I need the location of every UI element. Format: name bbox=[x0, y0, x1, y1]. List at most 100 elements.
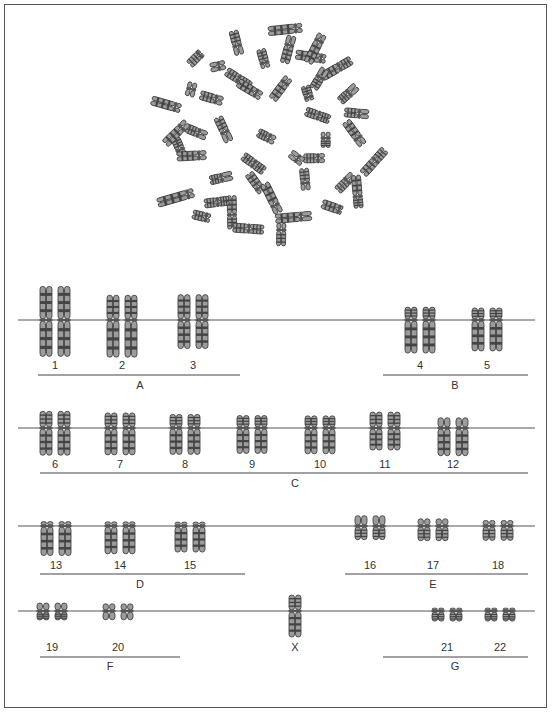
chromosome-band bbox=[280, 214, 283, 223]
chromosome-band bbox=[59, 533, 71, 536]
chromatid-arm bbox=[302, 216, 312, 221]
chromatid-arm bbox=[319, 154, 325, 158]
chromosome-band bbox=[255, 440, 267, 442]
chromosome bbox=[450, 608, 463, 621]
chromosome bbox=[321, 132, 331, 147]
chromosome-band bbox=[323, 446, 335, 448]
group-letter: G bbox=[451, 660, 460, 673]
chromosome bbox=[320, 56, 354, 81]
chromosome-band bbox=[40, 301, 52, 304]
chromosome bbox=[55, 603, 68, 620]
chromosome bbox=[373, 516, 386, 540]
chromosome-band bbox=[307, 108, 311, 117]
chromosome-band bbox=[58, 447, 70, 449]
centromere bbox=[314, 38, 324, 45]
chromosome-band bbox=[418, 533, 430, 534]
centromere bbox=[250, 159, 258, 169]
chromosome-band bbox=[170, 420, 182, 421]
centromere bbox=[294, 154, 302, 163]
chromatid-arm bbox=[223, 176, 234, 182]
chromosome-band bbox=[490, 327, 502, 330]
chromosome-band bbox=[163, 196, 168, 205]
group-letter: D bbox=[136, 578, 144, 591]
chromosome-band bbox=[58, 301, 70, 304]
chromosome-band bbox=[423, 343, 435, 346]
chromosome-band bbox=[211, 175, 214, 184]
chromatid-arm bbox=[245, 174, 258, 190]
chromosome-band bbox=[188, 423, 200, 424]
centromere bbox=[305, 427, 318, 429]
chromosome-band bbox=[289, 606, 301, 607]
chromosome-band bbox=[405, 343, 417, 346]
chromosome-band bbox=[438, 448, 450, 450]
chromosome bbox=[260, 181, 283, 215]
chromosome-band bbox=[450, 618, 462, 619]
chromosome-band bbox=[237, 440, 249, 442]
centromere bbox=[170, 427, 183, 429]
group-underline bbox=[345, 574, 528, 575]
chromosome-band bbox=[214, 175, 217, 184]
chromosome bbox=[305, 416, 318, 454]
chromosome bbox=[503, 608, 516, 621]
chromosome-band bbox=[175, 538, 187, 540]
chromosome-band bbox=[196, 340, 208, 342]
chromatid-arm bbox=[501, 520, 507, 525]
chromosome-band bbox=[40, 328, 52, 331]
chromosome bbox=[472, 308, 485, 351]
chromosome bbox=[418, 519, 431, 541]
centromere bbox=[266, 133, 273, 143]
chromosome-band bbox=[196, 306, 208, 308]
chromosome-band bbox=[305, 440, 317, 442]
chromosome-band bbox=[354, 204, 363, 206]
group-underline bbox=[383, 375, 528, 376]
chromosome-band bbox=[490, 313, 502, 314]
chromosome bbox=[59, 522, 72, 556]
chromatid-arm bbox=[233, 47, 239, 56]
chromosome-band bbox=[485, 616, 497, 617]
chromosome-band bbox=[237, 418, 249, 419]
chromatid-arm bbox=[510, 608, 516, 610]
chromosome-band bbox=[436, 530, 448, 531]
chromatid-arm bbox=[290, 36, 296, 46]
centromere bbox=[252, 88, 259, 98]
chromosome-band bbox=[239, 81, 245, 90]
chromosome-band bbox=[456, 448, 468, 450]
chromosome-band bbox=[255, 434, 267, 436]
chromosome-band bbox=[255, 421, 267, 422]
chromatid-arm bbox=[219, 60, 225, 65]
chromosome-band bbox=[237, 446, 249, 448]
chromatid-arm bbox=[130, 522, 136, 525]
chromosome-band bbox=[472, 342, 484, 345]
chromosome bbox=[432, 608, 445, 621]
centromere bbox=[125, 319, 138, 321]
chromatid-arm bbox=[432, 608, 438, 610]
chromosome-band bbox=[212, 198, 214, 207]
chromosome-band bbox=[338, 96, 345, 103]
chromatid-arm bbox=[128, 604, 134, 610]
chromatid-arm bbox=[66, 522, 72, 525]
karyogram bbox=[37, 286, 516, 637]
chromosome bbox=[188, 414, 201, 454]
centromere bbox=[178, 319, 191, 321]
centromere bbox=[358, 108, 361, 118]
chromosome-band bbox=[59, 547, 71, 550]
chromosome-band bbox=[405, 309, 417, 310]
chromosome-band bbox=[123, 447, 135, 449]
chromosome-band bbox=[423, 327, 435, 330]
chromatid-arm bbox=[301, 184, 306, 190]
centromere bbox=[58, 427, 71, 429]
chromosome bbox=[209, 170, 234, 185]
chromosome-band bbox=[353, 189, 362, 192]
chromosome-band bbox=[370, 419, 382, 420]
chromosome-band bbox=[323, 421, 335, 422]
chromosome-number: 22 bbox=[494, 641, 506, 654]
chromatid-arm bbox=[105, 522, 111, 525]
centromere bbox=[284, 43, 294, 48]
chromosome-band bbox=[373, 536, 385, 537]
chromatid-arm bbox=[103, 604, 109, 610]
chromosome-band bbox=[347, 108, 349, 117]
chromosome-band bbox=[170, 423, 182, 424]
chromosome bbox=[150, 95, 182, 113]
chromosome-band bbox=[188, 417, 200, 418]
